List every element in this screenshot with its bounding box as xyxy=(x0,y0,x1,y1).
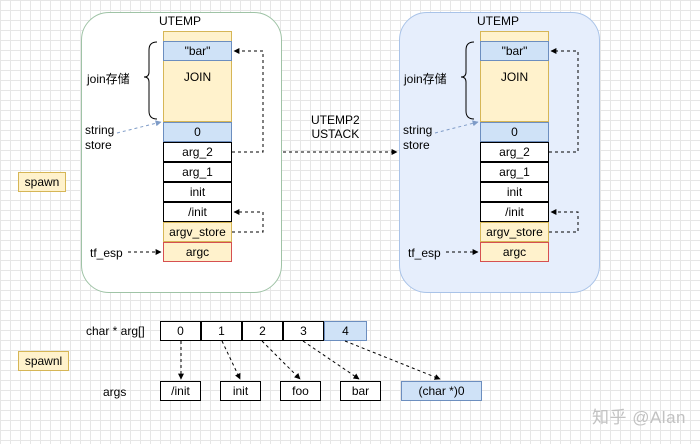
argv-2-arrow xyxy=(261,340,301,380)
argv-4-arrow xyxy=(344,340,441,380)
right-stack-cell-init: init xyxy=(480,182,549,202)
utemp2-ustack-label: UTEMP2 USTACK xyxy=(311,113,360,141)
right-stack-cell-0: 0 xyxy=(480,122,549,142)
left-string-store-label: string store xyxy=(85,123,115,152)
arg-value-null: (char *)0 xyxy=(401,381,482,401)
argv-3-arrow xyxy=(302,340,360,380)
spawn-tag: spawn xyxy=(18,172,66,192)
right-stack-cell-arg1: arg_1 xyxy=(480,162,549,182)
right-arg2-to-bar-arrow xyxy=(549,48,579,153)
left-join-brace xyxy=(143,41,158,120)
left-stack-cell-slash-init: /init xyxy=(163,202,232,222)
right-tf-esp-label: tf_esp xyxy=(408,246,441,260)
left-string-store-arrow xyxy=(116,120,162,134)
argv-index-2: 2 xyxy=(242,321,283,341)
arg-value-init: init xyxy=(220,381,261,401)
left-bar-cell: "bar" xyxy=(163,41,232,61)
left-stack-cell-arg2: arg_2 xyxy=(163,142,232,162)
argv-index-0: 0 xyxy=(160,321,201,341)
left-stack-cell-0: 0 xyxy=(163,122,232,142)
right-bar-cell: "bar" xyxy=(480,41,549,61)
right-join-storage-label: join存储 xyxy=(404,72,447,86)
left-join-label: JOIN xyxy=(183,70,212,84)
left-argv-store-to-slash-init-arrow xyxy=(232,209,264,233)
right-string-store-arrow xyxy=(434,120,479,134)
right-utemp-title: UTEMP xyxy=(477,14,519,28)
argv-index-1: 1 xyxy=(201,321,242,341)
argv-index-4: 4 xyxy=(324,321,367,341)
left-stack-cell-arg1: arg_1 xyxy=(163,162,232,182)
right-stack-cell-arg2: arg_2 xyxy=(480,142,549,162)
right-stack-cell-slash-init: /init xyxy=(480,202,549,222)
right-join-brace xyxy=(460,41,475,120)
left-stack-cell-argv-store: argv_store xyxy=(163,222,232,242)
arg-value-slash-init: /init xyxy=(160,381,201,401)
char-arg-array-label: char * arg[] xyxy=(86,324,145,338)
watermark-text: 知乎 @Alan xyxy=(591,408,686,427)
left-tf-esp-label: tf_esp xyxy=(90,246,123,260)
left-arg2-to-bar-arrow xyxy=(232,48,264,153)
left-stack-cell-init: init xyxy=(163,182,232,202)
right-stack-cell-argc: argc xyxy=(480,242,549,262)
arg-value-bar: bar xyxy=(340,381,381,401)
argv-index-3: 3 xyxy=(283,321,324,341)
argv-1-arrow xyxy=(221,340,241,380)
right-stack-cell-argv-store: argv_store xyxy=(480,222,549,242)
left-utemp-title: UTEMP xyxy=(159,14,201,28)
left-join-storage-label: join存储 xyxy=(87,72,130,86)
right-string-store-label: string store xyxy=(403,123,433,152)
right-join-label: JOIN xyxy=(500,70,529,84)
arg-value-foo: foo xyxy=(280,381,321,401)
args-label: args xyxy=(103,385,127,399)
spawnl-tag: spawnl xyxy=(18,351,69,371)
right-argv-store-to-slash-init-arrow xyxy=(549,209,579,233)
left-stack-cell-argc: argc xyxy=(163,242,232,262)
